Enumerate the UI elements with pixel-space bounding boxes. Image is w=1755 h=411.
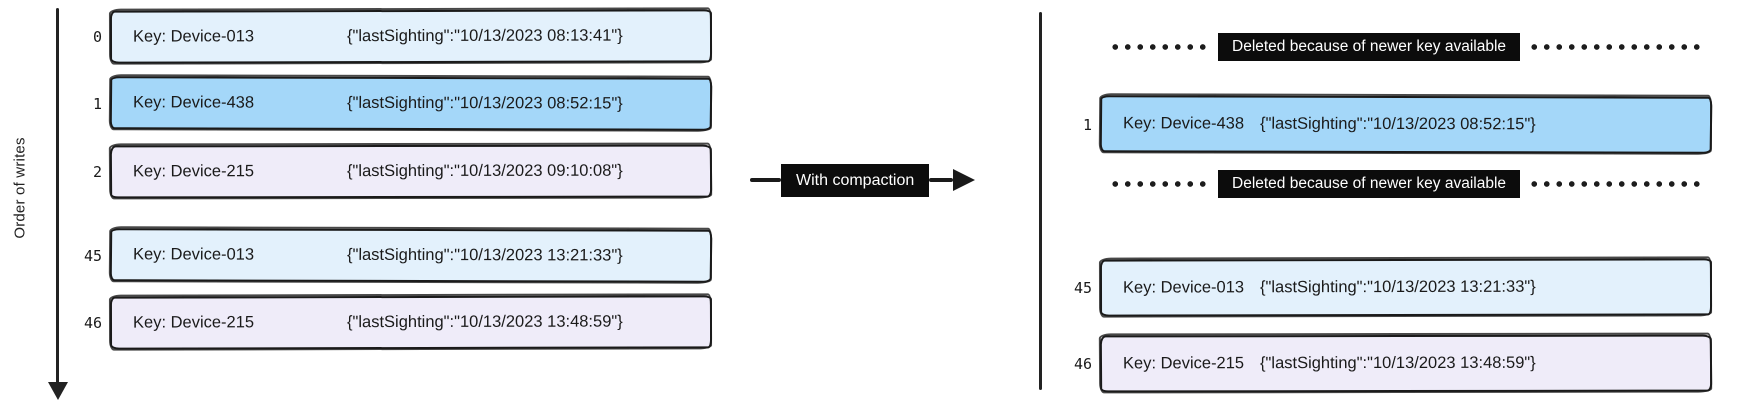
dotted-line-right (1528, 181, 1705, 187)
log-row: 45 Key: Device-013 {"lastSighting":"10/1… (70, 228, 713, 283)
compaction-connector: With compaction (750, 163, 976, 197)
deleted-row-content: Deleted because of newer key available (1100, 170, 1712, 198)
record-key: Key: Device-438 (132, 93, 255, 112)
arrow-right-icon (953, 169, 976, 191)
log-row: 46 Key: Device-215 {"lastSighting":"10/1… (70, 295, 713, 350)
log-after-compaction: Deleted because of newer key available 1… (1060, 0, 1713, 393)
connector-line-left (750, 178, 781, 182)
deleted-row-content: Deleted because of newer key available (1100, 33, 1712, 61)
dotted-line-left (1109, 181, 1210, 187)
dotted-line-left (1109, 44, 1210, 50)
log-row: 45 Key: Device-013 {"lastSighting":"10/1… (1060, 258, 1713, 317)
record-key: Key: Device-013 (132, 245, 255, 264)
record-value: {"lastSighting":"10/13/2023 08:52:15"} (346, 93, 623, 113)
record-row: Key: Device-438 {"lastSighting":"10/13/2… (1099, 95, 1713, 154)
row-index-label: 0 (92, 27, 102, 46)
deleted-label: Deleted because of newer key available (1218, 33, 1521, 61)
connector-line-right (929, 178, 954, 182)
log-row: 46 Key: Device-215 {"lastSighting":"10/1… (1060, 334, 1713, 393)
deleted-label: Deleted because of newer key available (1218, 170, 1521, 198)
log-row: 0 Key: Device-013 {"lastSighting":"10/13… (70, 9, 713, 64)
record-value: {"lastSighting":"10/13/2023 13:48:59"} (1259, 353, 1536, 373)
record-value: {"lastSighting":"10/13/2023 13:48:59"} (346, 312, 623, 332)
record-value: {"lastSighting":"10/13/2023 09:10:08"} (346, 161, 623, 181)
record-value: {"lastSighting":"10/13/2023 13:21:33"} (1259, 277, 1536, 297)
record-value: {"lastSighting":"10/13/2023 08:13:41"} (346, 26, 623, 46)
record-row: Key: Device-215 {"lastSighting":"10/13/2… (1099, 334, 1713, 393)
dotted-line-right (1528, 44, 1705, 50)
row-index-label: 46 (83, 313, 102, 332)
order-axis-line (56, 8, 59, 384)
order-axis-label: Order of writes (11, 137, 29, 239)
compaction-label: With compaction (781, 163, 930, 197)
record-row: Key: Device-013 {"lastSighting":"10/13/2… (1099, 258, 1713, 317)
compacted-log-boundary-line (1039, 12, 1042, 390)
record-row: Key: Device-438 {"lastSighting":"10/13/2… (109, 76, 713, 131)
row-index-label: 45 (83, 246, 102, 265)
record-value: {"lastSighting":"10/13/2023 13:21:33"} (346, 245, 623, 265)
record-key: Key: Device-438 (1122, 114, 1245, 133)
record-key: Key: Device-013 (132, 27, 255, 46)
deleted-row: Deleted because of newer key available (1060, 33, 1712, 61)
log-row: 1 Key: Device-438 {"lastSighting":"10/13… (1060, 95, 1713, 154)
record-row: Key: Device-215 {"lastSighting":"10/13/2… (109, 295, 713, 350)
row-index-label: 1 (92, 94, 102, 113)
row-index-label: 1 (1082, 115, 1092, 134)
order-axis-arrowhead-icon (47, 382, 68, 400)
record-key: Key: Device-215 (1122, 354, 1245, 373)
deleted-row: Deleted because of newer key available (1060, 170, 1712, 198)
log-row: 2 Key: Device-215 {"lastSighting":"10/13… (70, 144, 713, 199)
record-value: {"lastSighting":"10/13/2023 08:52:15"} (1259, 114, 1536, 134)
log-row: 1 Key: Device-438 {"lastSighting":"10/13… (70, 76, 713, 131)
record-key: Key: Device-013 (1122, 278, 1245, 297)
row-index-label: 45 (1073, 278, 1092, 297)
record-key: Key: Device-215 (132, 313, 255, 332)
log-before-compaction: 0 Key: Device-013 {"lastSighting":"10/13… (70, 0, 713, 350)
record-row: Key: Device-013 {"lastSighting":"10/13/2… (109, 9, 713, 64)
record-key: Key: Device-215 (132, 162, 255, 181)
record-row: Key: Device-215 {"lastSighting":"10/13/2… (109, 144, 713, 199)
row-index-label: 46 (1073, 354, 1092, 373)
row-index-label: 2 (92, 162, 102, 181)
record-row: Key: Device-013 {"lastSighting":"10/13/2… (109, 228, 713, 283)
